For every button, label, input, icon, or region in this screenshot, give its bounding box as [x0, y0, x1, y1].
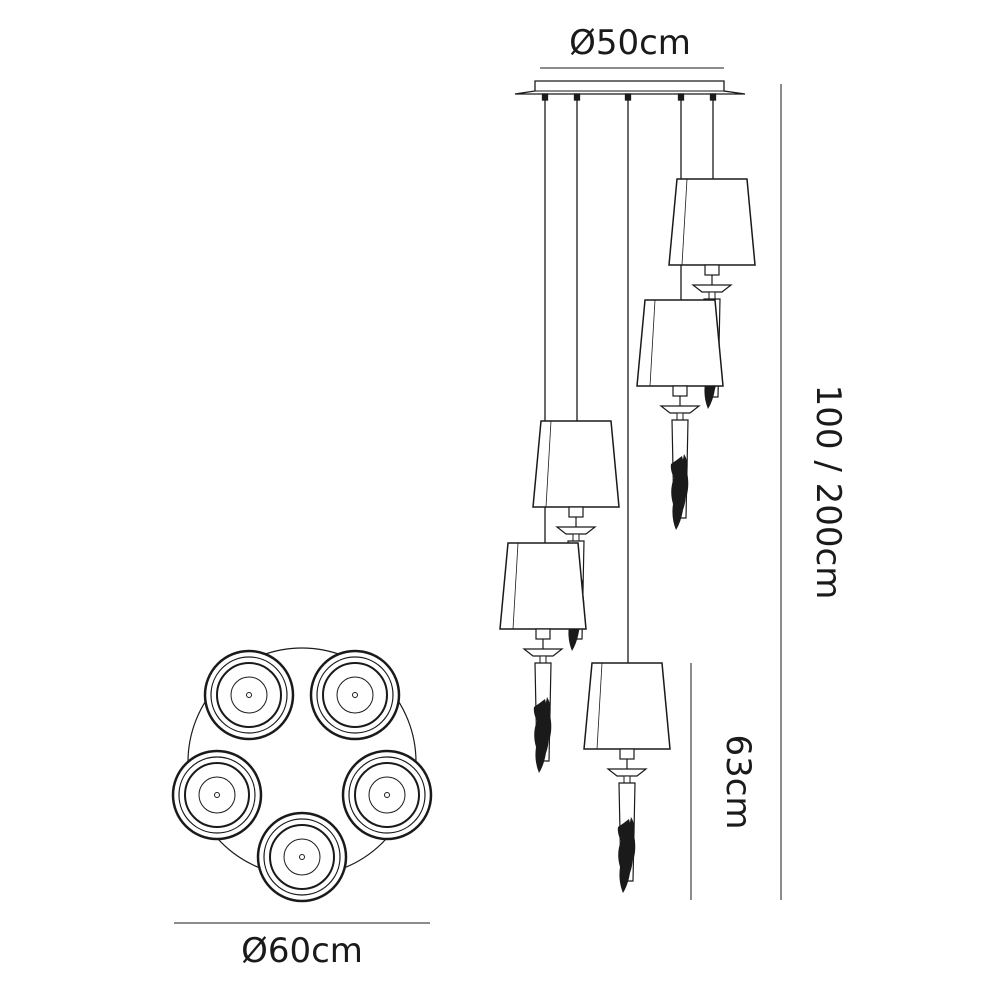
canopy-diameter-label: Ø50cm [569, 23, 691, 63]
plan-lamp-shade [341, 749, 433, 841]
plan-lamp-shade [171, 749, 263, 841]
plan-view [171, 647, 433, 903]
pendant-lamp [499, 542, 587, 774]
pendant-lamp [583, 662, 671, 894]
overall-height-label: 100 / 200cm [808, 385, 848, 600]
pendant-lamp [636, 299, 724, 531]
plan-lamp-shade [203, 649, 295, 741]
lamp-height-label: 63cm [718, 734, 758, 829]
ceiling-canopy [514, 80, 746, 95]
plan-lamp-shade [256, 811, 348, 903]
spread-diameter-label: Ø60cm [241, 931, 363, 971]
plan-lamp-shade [309, 649, 401, 741]
